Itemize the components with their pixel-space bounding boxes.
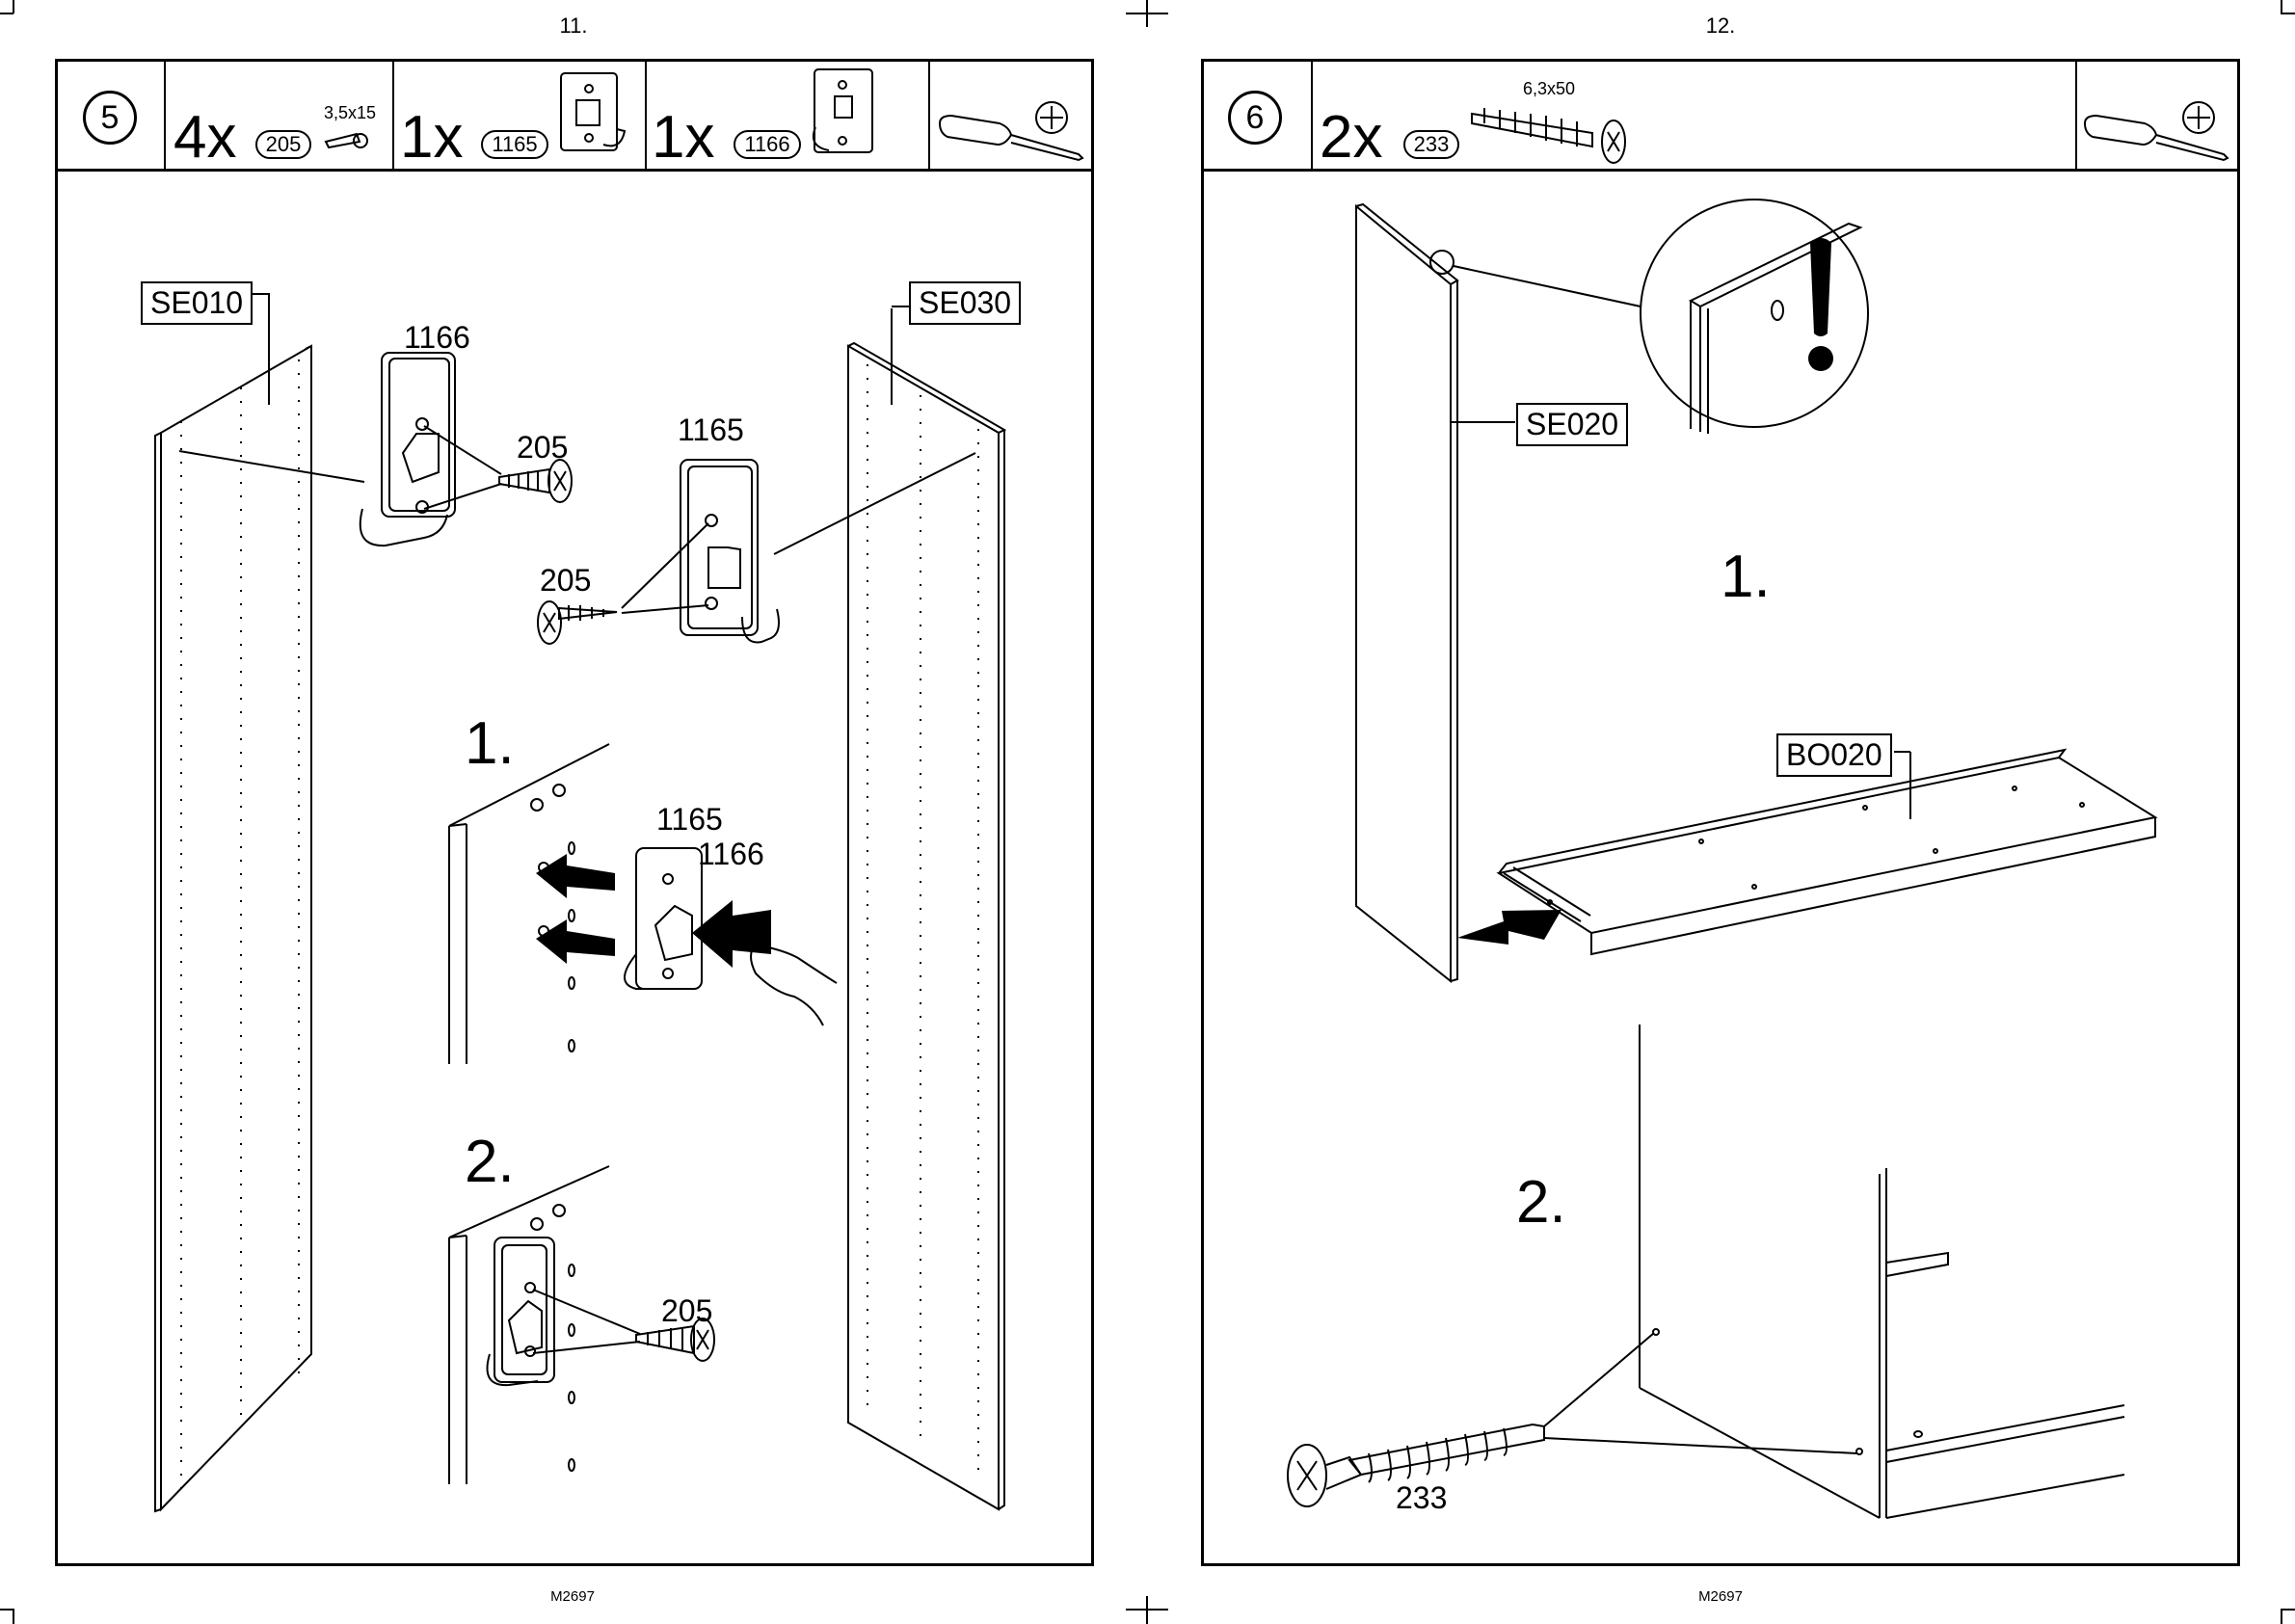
crop-marks (0, 0, 2295, 1624)
